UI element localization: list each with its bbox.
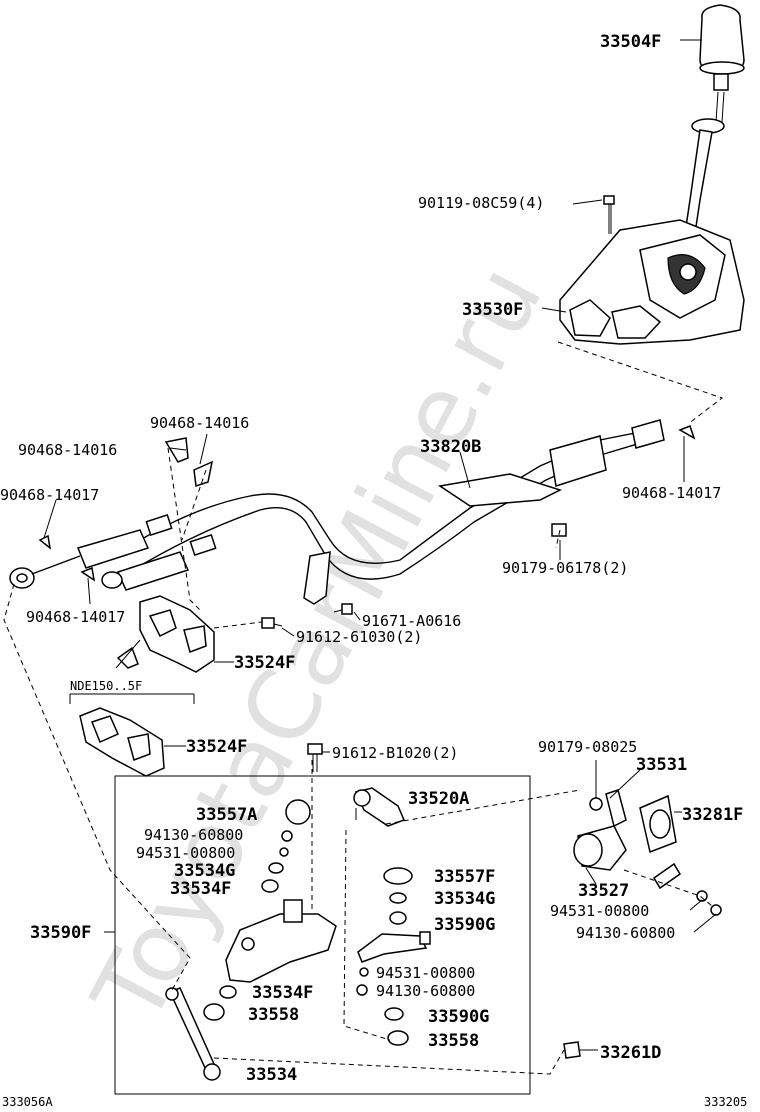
label-33820B: 33820B bbox=[420, 437, 481, 457]
drawing-code-right: 333205 bbox=[704, 1095, 747, 1109]
bracket-lower bbox=[69, 693, 195, 777]
lever-housing bbox=[563, 789, 722, 1059]
label-33531: 33531 bbox=[636, 755, 687, 775]
label-33504F: 33504F bbox=[600, 32, 661, 52]
dashed-lines bbox=[3, 341, 724, 1075]
label-33524F-b: 33524F bbox=[186, 737, 247, 757]
part-labels: 33504F 90119-08C59(4) 33530F 90468-14016… bbox=[0, 32, 747, 1109]
label-33527: 33527 bbox=[578, 881, 629, 901]
label-90119-08C59: 90119-08C59(4) bbox=[418, 194, 544, 212]
label-90468-14017-a: 90468-14017 bbox=[0, 486, 99, 504]
bracket-upper bbox=[115, 595, 215, 673]
label-33557A: 33557A bbox=[196, 805, 257, 825]
bolt-top bbox=[603, 195, 615, 234]
label-33534G-a: 33534G bbox=[174, 861, 235, 881]
label-33524F-a: 33524F bbox=[234, 653, 295, 673]
label-33534F-a: 33534F bbox=[170, 879, 231, 899]
label-33590G-a: 33590G bbox=[434, 915, 495, 935]
label-94531-00800-a: 94531-00800 bbox=[136, 844, 235, 862]
label-33520A: 33520A bbox=[408, 789, 469, 809]
label-90179-08025: 90179-08025 bbox=[538, 738, 637, 756]
label-90468-14016-a: 90468-14016 bbox=[150, 414, 249, 432]
label-94130-60800-a: 94130-60800 bbox=[144, 826, 243, 844]
shift-lever bbox=[683, 118, 725, 241]
assembly-parts bbox=[165, 743, 431, 1081]
label-90179-06178: 90179-06178(2) bbox=[502, 559, 628, 577]
label-94130-60800-c: 94130-60800 bbox=[376, 982, 475, 1000]
label-33530F: 33530F bbox=[462, 300, 523, 320]
label-33590G-b: 33590G bbox=[428, 1007, 489, 1027]
label-94531-00800-b: 94531-00800 bbox=[550, 902, 649, 920]
label-90468-14017-b: 90468-14017 bbox=[26, 608, 125, 626]
shifter-base bbox=[559, 219, 745, 345]
label-33534G-b: 33534G bbox=[434, 889, 495, 909]
label-33557F: 33557F bbox=[434, 867, 495, 887]
label-91612-61030: 91612-61030(2) bbox=[296, 628, 422, 646]
label-94531-00800-c: 94531-00800 bbox=[376, 964, 475, 982]
label-33534F-b: 33534F bbox=[252, 983, 313, 1003]
label-90468-14016-b: 90468-14016 bbox=[18, 441, 117, 459]
label-33261D: 33261D bbox=[600, 1043, 661, 1063]
assembly-frame bbox=[114, 775, 531, 1095]
label-33281F: 33281F bbox=[682, 805, 743, 825]
shift-cable bbox=[9, 419, 696, 629]
shift-knob bbox=[699, 4, 745, 123]
label-91671-A0616: 91671-A0616 bbox=[362, 612, 461, 630]
label-33590F: 33590F bbox=[30, 923, 91, 943]
label-91612-B1020: 91612-B1020(2) bbox=[332, 744, 458, 762]
label-33558-b: 33558 bbox=[428, 1031, 479, 1051]
drawing-code-left: 333056A bbox=[2, 1095, 53, 1109]
label-90468-14017-c: 90468-14017 bbox=[622, 484, 721, 502]
label-variant-note: NDE150..5F bbox=[70, 679, 142, 693]
leader-lines bbox=[43, 39, 717, 1051]
label-33558-a: 33558 bbox=[248, 1005, 299, 1025]
label-33534: 33534 bbox=[246, 1065, 297, 1085]
label-94130-60800-b: 94130-60800 bbox=[576, 924, 675, 942]
